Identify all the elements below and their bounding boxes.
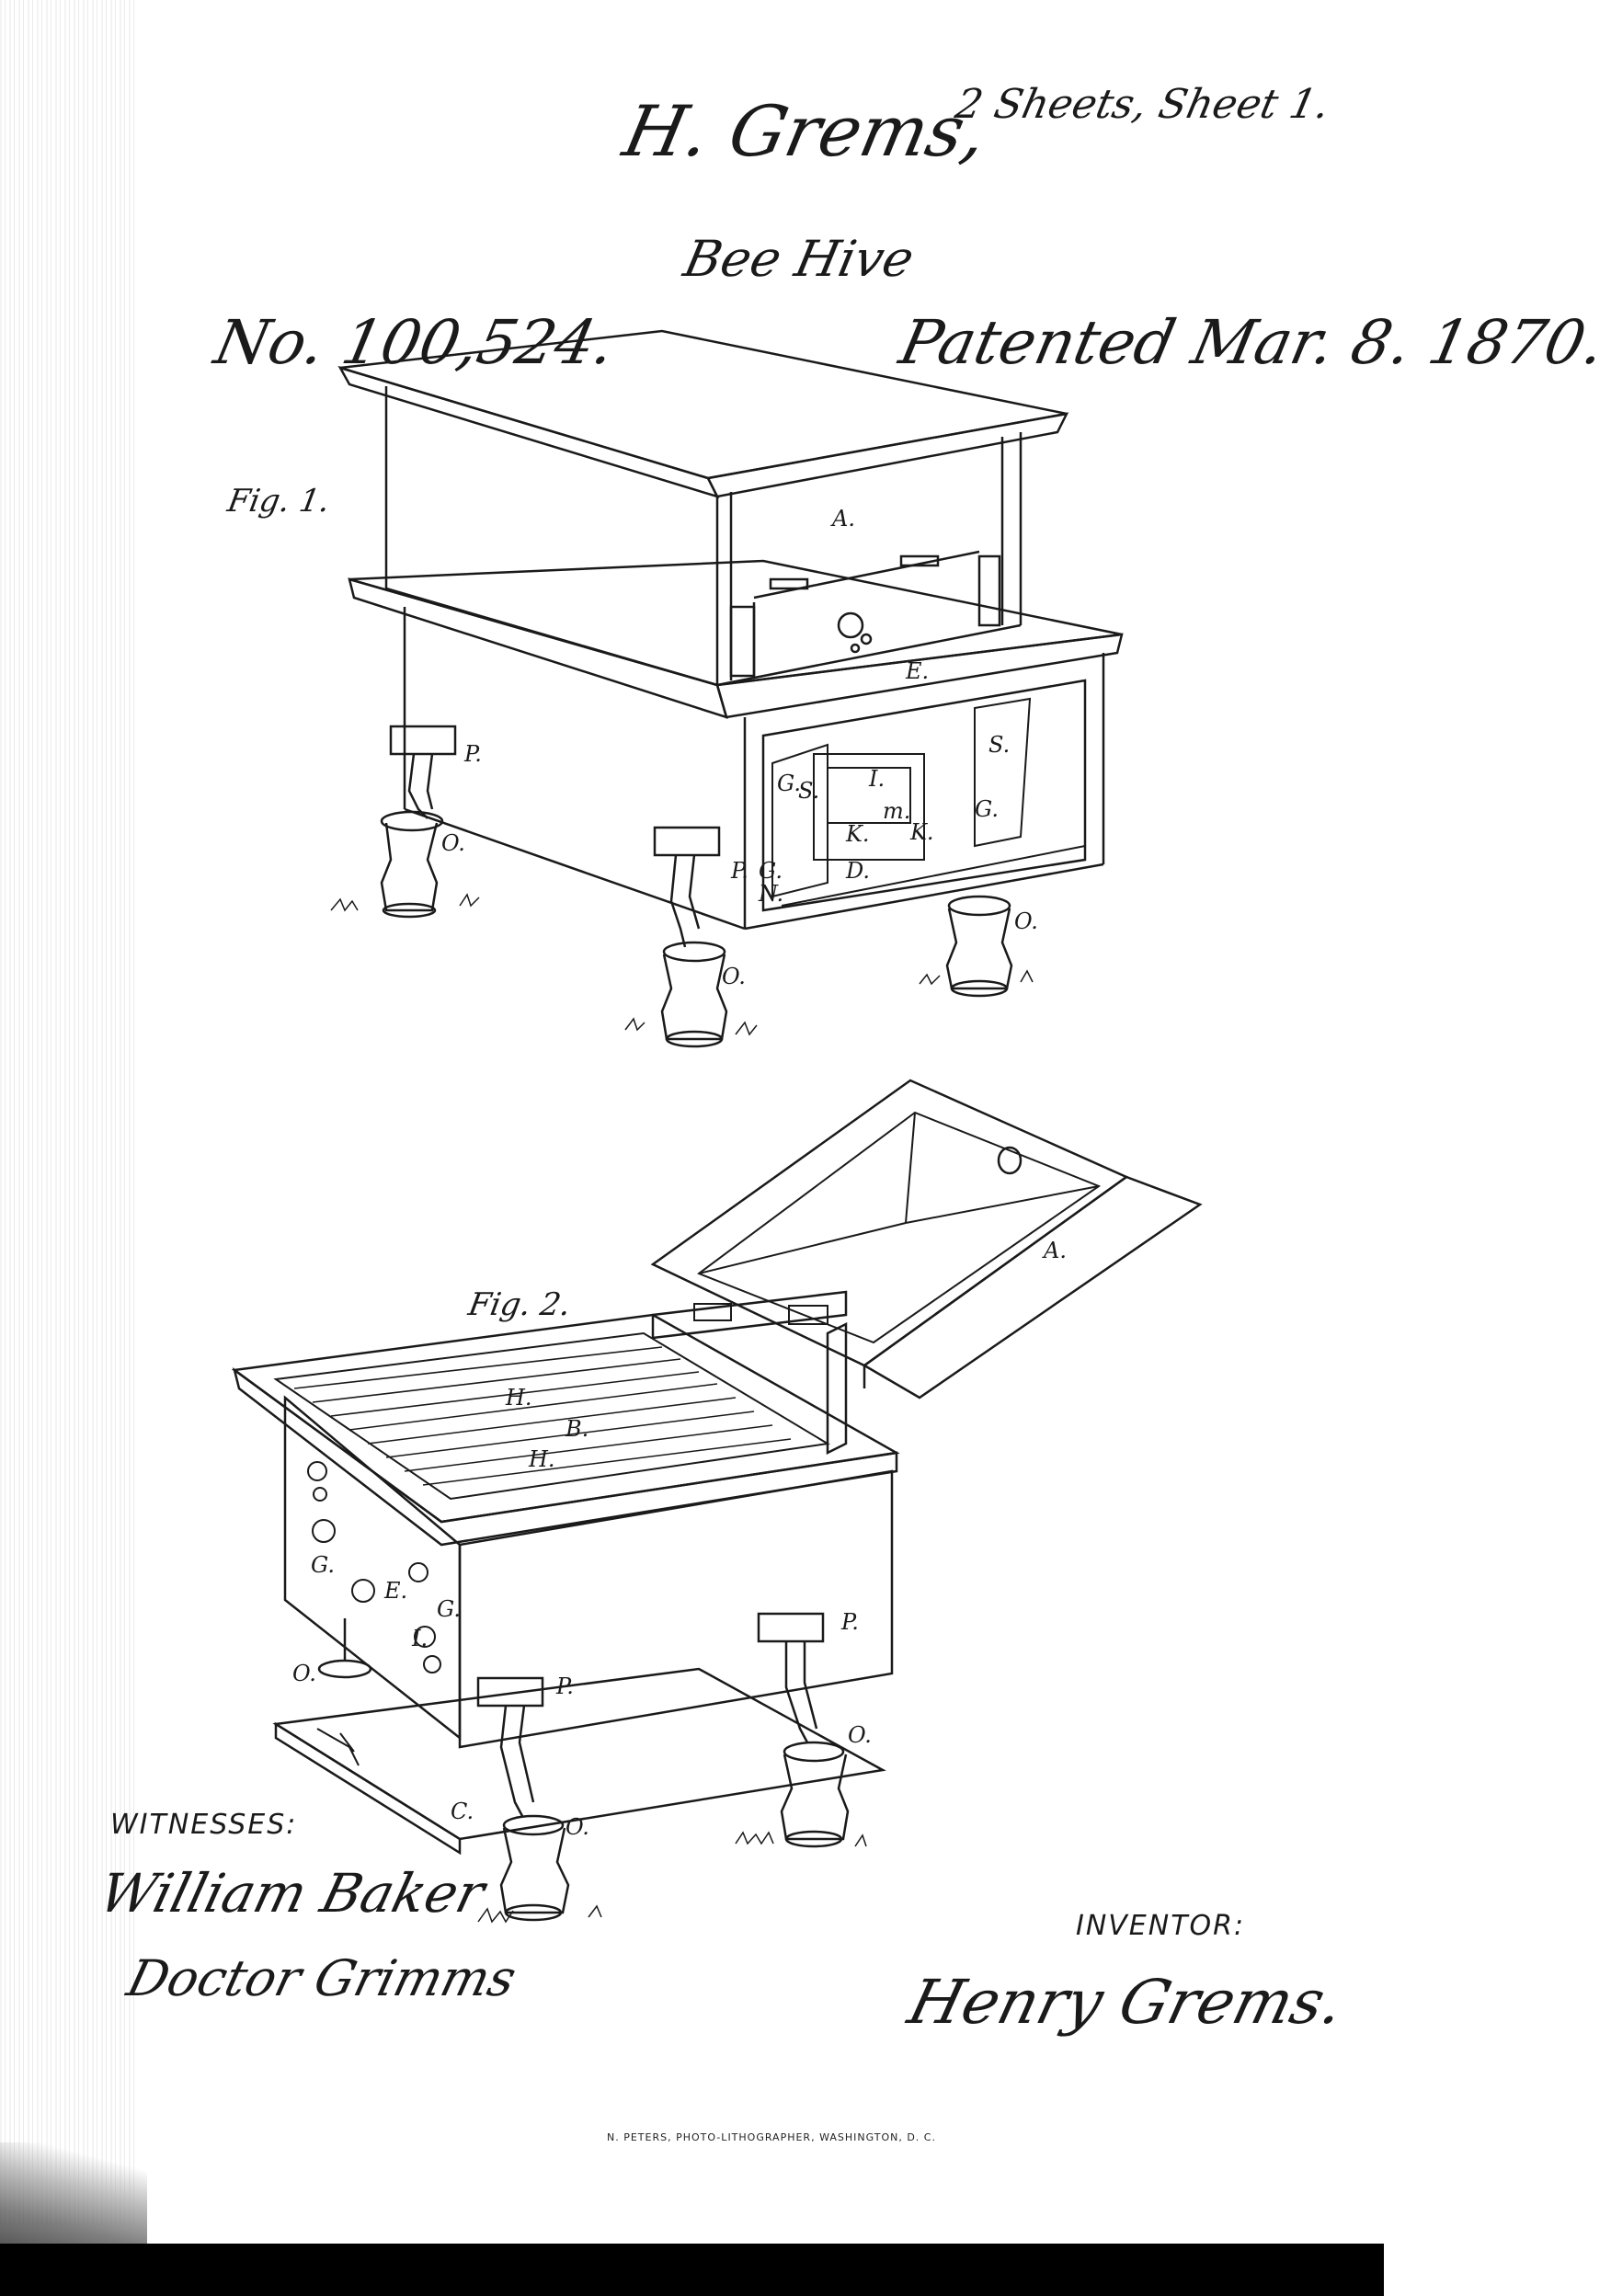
fig2-label-C: C. — [451, 1799, 474, 1824]
fig1-label-E: E. — [906, 658, 930, 684]
fig2-label-I: I. — [412, 1626, 428, 1651]
fig1-label-K-left: K. — [846, 821, 870, 847]
figure-2-caption: Fig. 2. — [465, 1286, 574, 1323]
fig2-label-P-left: P. — [556, 1673, 574, 1699]
fig1-label-N: N. — [759, 881, 784, 907]
fig1-label-S-right: S. — [988, 732, 1011, 758]
fig1-label-G-left: G. — [777, 771, 801, 796]
fig1-label-G-front: G. — [759, 858, 783, 884]
fig2-label-H-top: H. — [506, 1385, 532, 1411]
fig2-label-O-front: O. — [566, 1814, 589, 1840]
fig2-label-H-bottom: H. — [529, 1446, 555, 1472]
fig1-label-P-left: P. — [464, 741, 482, 767]
fig2-label-G-side: G. — [311, 1552, 335, 1578]
fig1-label-D: D. — [846, 858, 871, 884]
fig2-label-G-corner: G. — [437, 1596, 461, 1622]
witness-signature-1: William Baker — [93, 1862, 491, 1925]
fig1-label-P-front: P. — [731, 858, 748, 884]
figure-1-drawing — [0, 0, 1563, 1103]
fig1-label-O-front: O. — [722, 964, 746, 989]
fig2-label-O-right: O. — [848, 1722, 872, 1748]
fig1-label-A: A. — [832, 506, 855, 531]
fig2-label-O-left: O. — [292, 1661, 316, 1686]
scan-bottom-border — [0, 2244, 1384, 2296]
fig1-label-O-left: O. — [441, 830, 465, 856]
fig1-label-G-right: G. — [975, 796, 999, 822]
lithographer-credit: N. PETERS, PHOTO-LITHOGRAPHER, WASHINGTO… — [607, 2131, 936, 2143]
fig2-label-A: A. — [1044, 1238, 1067, 1263]
fig2-label-P-right: P. — [841, 1609, 859, 1635]
fig1-label-O-right: O. — [1014, 908, 1038, 934]
witnesses-heading: WITNESSES: — [110, 1809, 298, 1841]
scan-corner-shadow — [0, 2142, 147, 2244]
fig1-label-S-left: S. — [798, 778, 820, 804]
fig1-label-K-right: K. — [910, 819, 934, 845]
inventor-heading: INVENTOR: — [1076, 1910, 1246, 1942]
figure-2-drawing — [0, 0, 1563, 2296]
witness-signature-2: Doctor Grimms — [121, 1949, 522, 2007]
fig2-label-B: B. — [566, 1416, 589, 1442]
scan-edge-texture — [0, 0, 138, 2225]
fig1-label-I: I. — [869, 766, 885, 792]
fig2-label-E: E. — [384, 1578, 408, 1604]
fig1-label-m: m. — [883, 798, 911, 824]
inventor-signature: Henry Grems. — [901, 1967, 1352, 2038]
